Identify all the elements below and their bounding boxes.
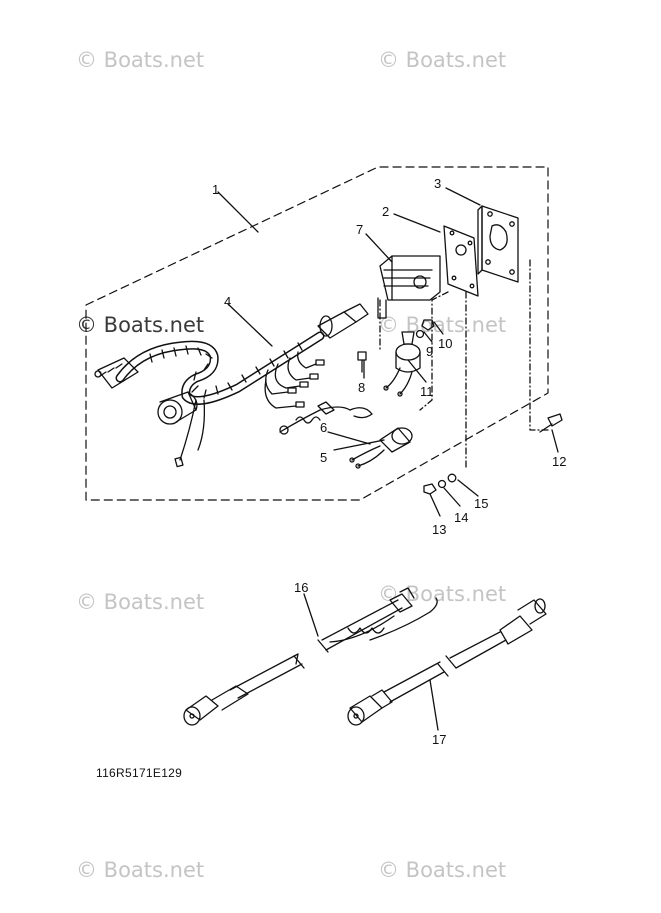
washer-part-9	[415, 329, 425, 339]
wire-harness-part-4	[94, 303, 369, 468]
leader-5	[333, 439, 385, 451]
assembly-line-11	[419, 291, 449, 411]
switch-part-11	[383, 331, 421, 397]
nut-part-13	[423, 483, 437, 495]
leader-1	[217, 191, 259, 233]
harness-part-16	[183, 587, 438, 726]
leader-7	[365, 233, 393, 263]
watermark-bottom-right: © Boats.net	[378, 858, 507, 882]
watermark-mid-left: © Boats.net	[76, 313, 205, 337]
diagram-code: 116R5171E129	[96, 766, 183, 780]
callout-7: 7	[356, 222, 363, 237]
gasket-part-2	[443, 225, 479, 297]
leader-17	[429, 679, 439, 731]
callout-5: 5	[320, 450, 327, 465]
callout-13: 13	[432, 522, 446, 537]
callout-12: 12	[552, 454, 566, 469]
leader-14	[443, 487, 461, 507]
nut-part-10	[421, 319, 435, 331]
lanyard-part-6	[279, 401, 373, 435]
callout-6: 6	[320, 420, 327, 435]
callout-11: 11	[420, 384, 434, 399]
callout-8: 8	[358, 380, 365, 395]
switch-part-5	[349, 427, 413, 469]
callout-16: 16	[294, 580, 308, 595]
callout-17: 17	[432, 732, 446, 747]
leader-2	[393, 213, 441, 233]
leader-4	[227, 303, 273, 347]
harness-part-17	[347, 598, 547, 726]
callout-15: 15	[474, 496, 488, 511]
callout-14: 14	[454, 510, 468, 525]
callout-1: 1	[212, 182, 219, 197]
leader-6	[327, 431, 371, 445]
watermark-lower-right: © Boats.net	[378, 582, 507, 606]
plate-part-3	[477, 205, 519, 283]
washer-part-15	[447, 473, 457, 483]
bolt-part-12	[539, 413, 563, 433]
break-mark-17	[437, 655, 457, 677]
callout-2: 2	[382, 204, 389, 219]
leader-3	[445, 187, 481, 206]
leader-13	[429, 493, 441, 517]
leader-10	[433, 321, 444, 335]
watermark-lower-left: © Boats.net	[76, 590, 205, 614]
watermark-top-left: © Boats.net	[76, 48, 205, 72]
watermark-bottom-left: © Boats.net	[76, 858, 205, 882]
leader-9	[423, 331, 433, 343]
bracket-part-7	[377, 255, 441, 319]
leader-12	[551, 429, 559, 453]
assembly-line-12	[529, 259, 549, 431]
callout-9: 9	[426, 344, 433, 359]
washer-part-14	[437, 479, 447, 489]
callout-labels: 1 2 3 4 5 6 7 8 9 10 11 12 13 14 15 16 1…	[212, 176, 566, 747]
callout-3: 3	[434, 176, 441, 191]
leader-16	[303, 593, 319, 637]
watermark-top-right: © Boats.net	[378, 48, 507, 72]
screw-part-8	[357, 351, 367, 373]
leader-11	[407, 359, 427, 383]
break-mark-16	[293, 639, 329, 669]
leader-15	[457, 479, 479, 497]
callout-10: 10	[438, 336, 452, 351]
callout-4: 4	[224, 294, 231, 309]
assembly-boundary	[85, 166, 549, 501]
